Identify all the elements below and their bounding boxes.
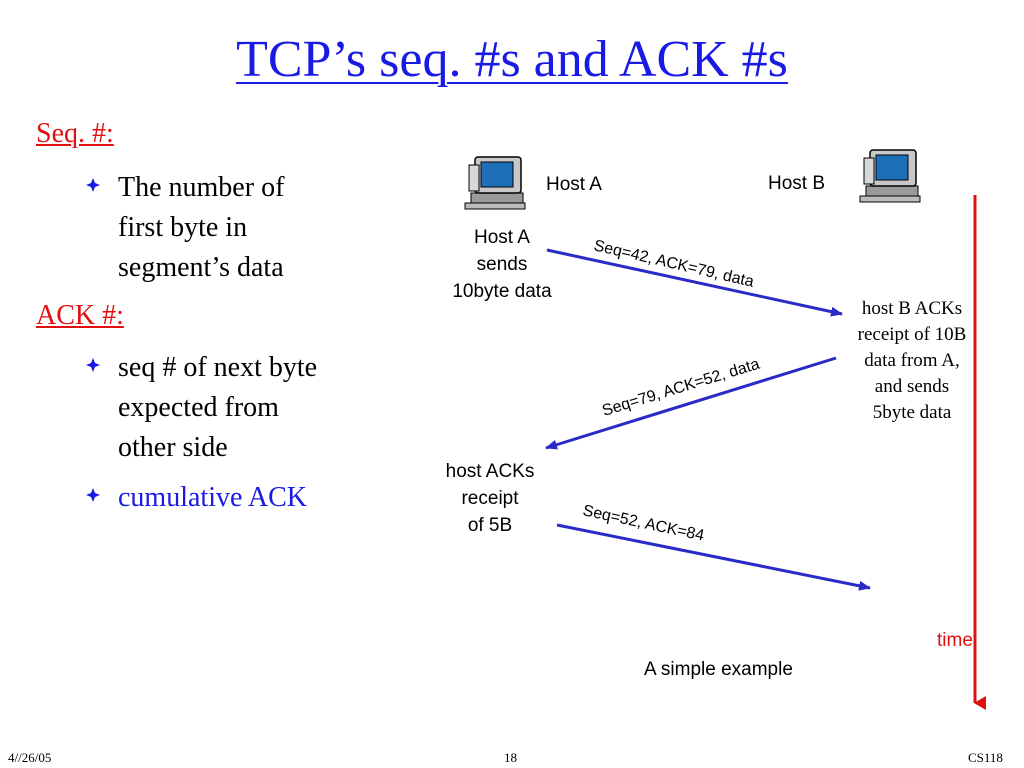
- diamond-bullet-icon: [86, 488, 100, 502]
- message-label-3: Seq=52, ACK=84: [581, 502, 706, 544]
- seq-heading: Seq. #:: [36, 118, 114, 149]
- host-b-label: Host B: [768, 173, 826, 194]
- seq-bullet-text: The number of first byte in segment’s da…: [118, 172, 285, 283]
- diagram-caption: A simple example: [644, 659, 793, 680]
- diamond-bullet-icon: [86, 358, 100, 372]
- footer-page-number: 18: [504, 750, 517, 765]
- computer-icon: [464, 156, 526, 210]
- time-label: time: [937, 630, 973, 651]
- event-b-acks: host B ACKs receipt of 10B data from A, …: [857, 298, 967, 423]
- ack-bullet-text-cumulative: cumulative ACK: [118, 482, 307, 513]
- slide-title: TCP’s seq. #s and ACK #s: [236, 31, 788, 88]
- footer-course: CS118: [968, 750, 1003, 765]
- event-a-acks: host ACKs receipt of 5B: [445, 461, 535, 536]
- ack-bullet-text: seq # of next byte expected from other s…: [118, 352, 318, 463]
- message-arrow-3: [556, 523, 871, 591]
- message-arrow-1: [546, 248, 843, 317]
- host-a-label: Host A: [546, 174, 602, 195]
- diamond-bullet-icon: [86, 178, 100, 192]
- ack-heading: ACK #:: [36, 300, 124, 331]
- message-arrow-2: [545, 356, 837, 450]
- footer-date: 4//26/05: [8, 750, 52, 765]
- computer-icon: [859, 149, 921, 203]
- event-a-sends: Host A sends 10byte data: [452, 227, 552, 302]
